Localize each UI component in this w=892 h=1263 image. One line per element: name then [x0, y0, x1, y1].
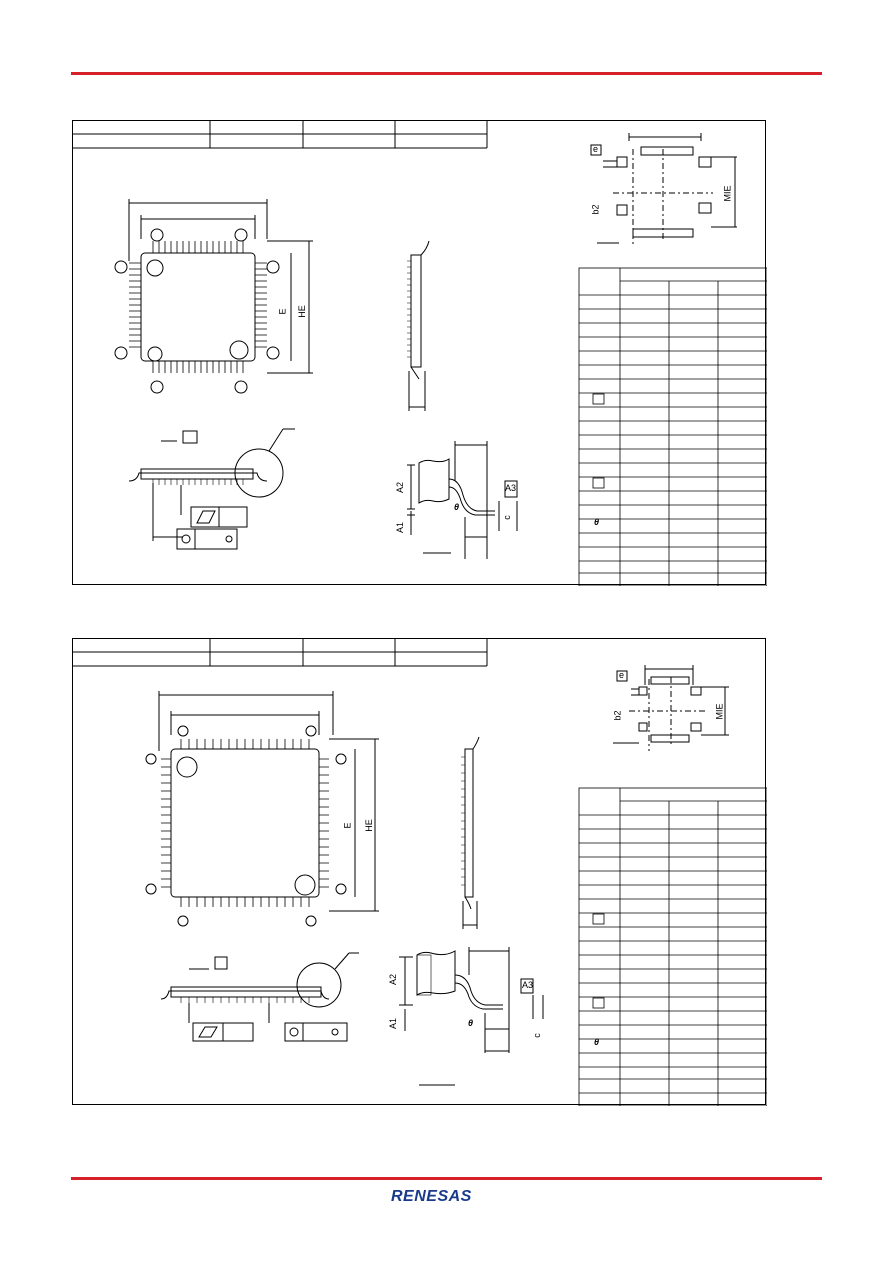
b2-label: b2: [590, 204, 601, 215]
a3-label: A3: [522, 980, 534, 990]
he-label: HE: [296, 305, 307, 318]
profile-view-1: [128, 428, 295, 550]
mie-label: MIE: [722, 185, 733, 202]
mie-label: MIE: [714, 703, 725, 720]
theta-label: θ: [468, 1018, 474, 1028]
package-drawing-panel-2: HE E MIE e b2 A2 A1 A3 c θ θ: [72, 638, 767, 1106]
renesas-logo: RENESAS: [391, 1188, 501, 1208]
e-label: E: [342, 822, 353, 829]
dimension-table-1: [578, 267, 767, 586]
dimension-table-2: [578, 787, 767, 1106]
he-label: HE: [363, 819, 374, 832]
detail-view-1: [407, 441, 518, 559]
c-label: c: [501, 515, 512, 520]
detail-view-2: [399, 947, 544, 1086]
profile-view-2: [160, 952, 359, 1042]
a1-label: A1: [395, 521, 406, 534]
package-drawing-2: [73, 639, 767, 1106]
top-rule: [71, 72, 822, 75]
e-box-label: e: [619, 670, 625, 680]
land-pattern-1: [590, 133, 737, 247]
logo-text: RENESAS: [391, 1188, 472, 1205]
e-label: E: [277, 308, 288, 315]
a2-label: A2: [395, 481, 406, 494]
b2-label: b2: [612, 710, 623, 721]
a1-label: A1: [388, 1017, 399, 1030]
top-view-2: [145, 691, 379, 927]
land-pattern-2: [613, 665, 729, 751]
e-box-label: e: [593, 144, 599, 154]
c-label: c: [531, 1033, 542, 1038]
bottom-rule: [71, 1177, 822, 1180]
side-view-1: [407, 240, 430, 411]
theta-table-label: θ: [594, 1037, 600, 1047]
side-view-2: [461, 736, 480, 929]
package-drawing-1: [73, 121, 767, 586]
a3-label: A3: [505, 483, 517, 493]
package-drawing-panel-1: HE E MIE e b2 A2 A1 A3 c θ θ: [72, 120, 767, 586]
top-view-1: [114, 199, 313, 394]
a2-label: A2: [388, 973, 399, 986]
theta-label: θ: [454, 502, 460, 512]
theta-table-label: θ: [594, 517, 600, 527]
